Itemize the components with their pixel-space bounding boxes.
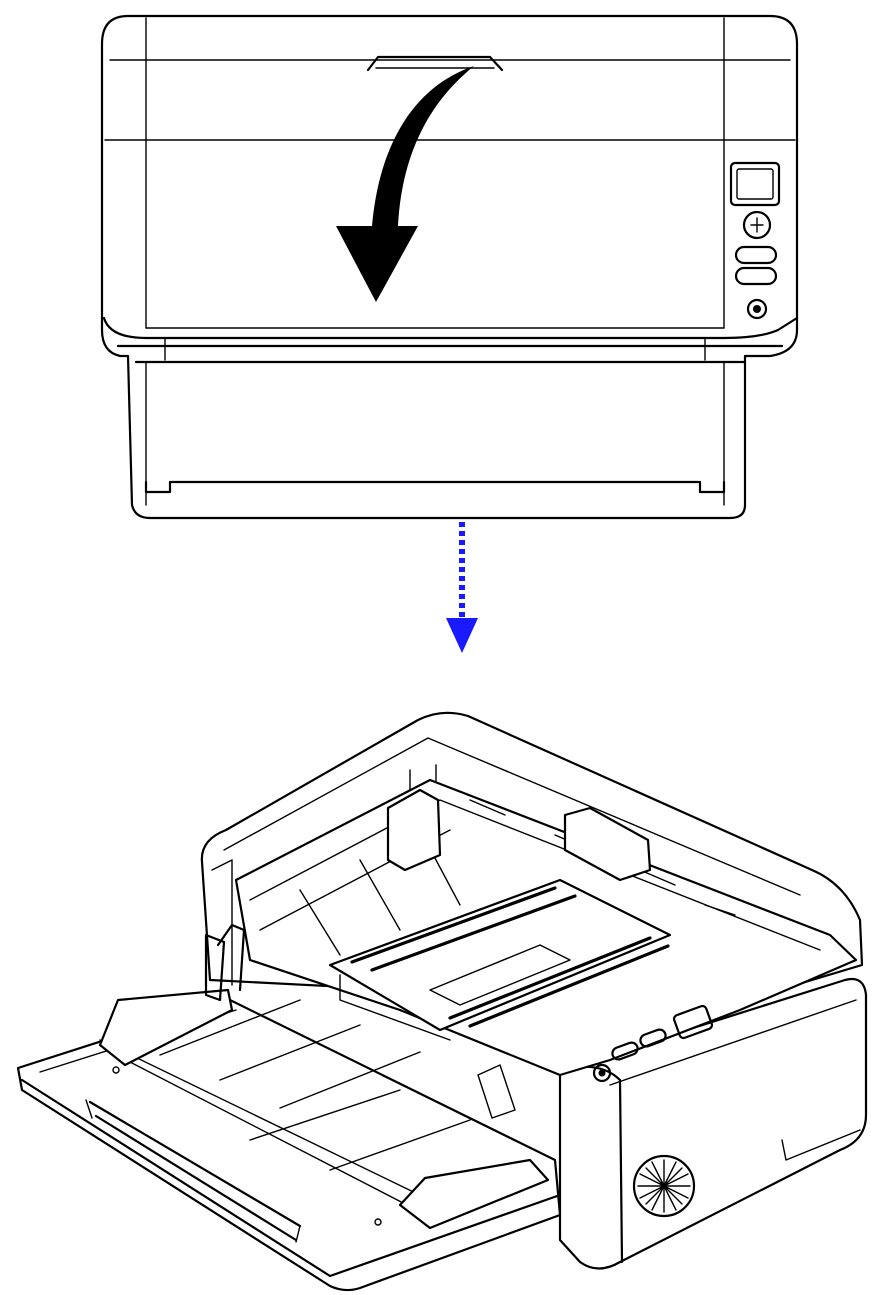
scan-button	[734, 266, 778, 286]
tray-extension	[328, 878, 672, 1041]
curved-arrow-down-icon	[336, 66, 474, 302]
paper-guide-left	[386, 788, 442, 872]
tray-guide-left	[98, 988, 234, 1067]
dotted-arrow-down-icon	[446, 522, 478, 653]
input-tray	[16, 998, 562, 1292]
tray-front-rail	[88, 1100, 302, 1242]
lcd-display	[729, 161, 781, 207]
control-panel	[729, 161, 781, 320]
paper-output-slot	[144, 480, 726, 494]
paper-guide-right	[563, 806, 652, 882]
tray-guide-right	[398, 1158, 550, 1230]
scroll-button	[742, 210, 772, 240]
speaker-grille	[632, 1154, 696, 1218]
function-button	[734, 245, 778, 265]
lid-handle	[366, 55, 504, 72]
scanner-open-isometric-view	[16, 711, 868, 1292]
scanner-closed-front-view	[100, 14, 799, 520]
scanner-body-outline	[100, 14, 799, 520]
power-button-icon	[746, 298, 768, 320]
iso-control-panel	[592, 1004, 714, 1083]
